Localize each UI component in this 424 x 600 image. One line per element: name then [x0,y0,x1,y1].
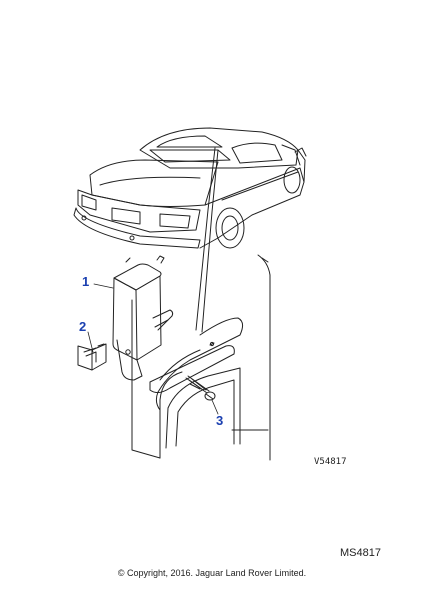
callout-leaders [87,283,219,415]
reference-code-small: V54817 [314,457,347,467]
screw [185,375,216,401]
copyright-notice: © Copyright, 2016. Jaguar Land Rover Lim… [117,568,307,578]
car-illustration [73,127,307,333]
callout-1: 1 [82,274,90,289]
interior-panel [131,254,271,461]
bracket-clip [77,343,107,371]
callout-2: 2 [79,319,87,334]
control-module [112,255,174,381]
callout-3: 3 [216,413,224,428]
reference-code: MS4817 [340,547,381,559]
